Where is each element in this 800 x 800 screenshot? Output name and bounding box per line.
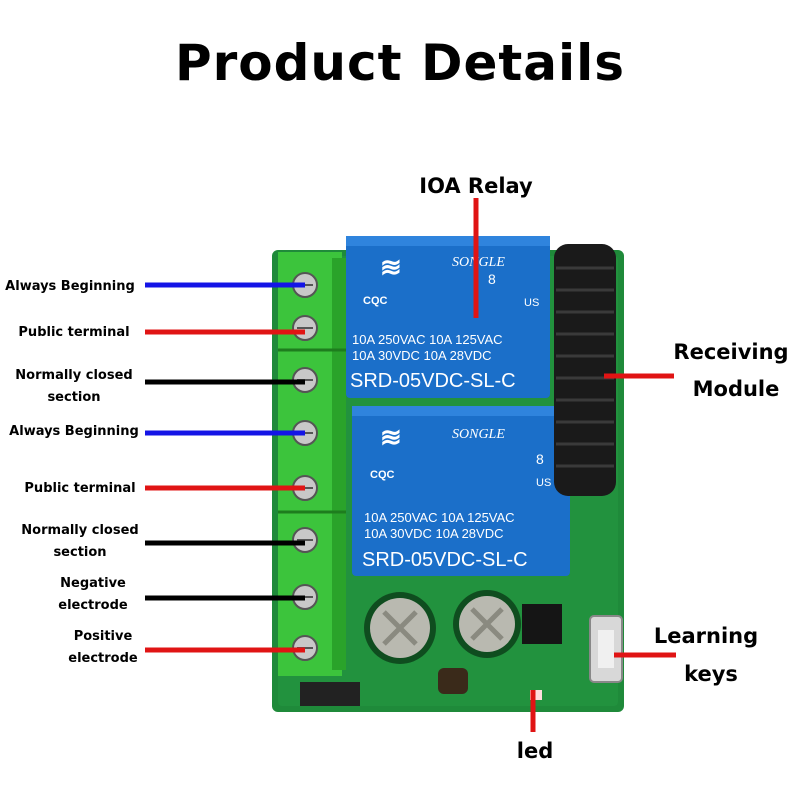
capacitor-1 [364,592,436,664]
svg-text:CQC: CQC [363,295,388,307]
svg-text:CQC: CQC [370,469,395,481]
page-title: Product Details [174,34,626,92]
label-positive-electrode-line1: Positive [73,629,133,644]
label-normally-closed-2-line1: Normally closed [21,523,139,538]
svg-text:≋: ≋ [380,252,402,282]
svg-text:10A 30VDC 10A 28VDC: 10A 30VDC 10A 28VDC [364,526,503,541]
label-normally-closed-1-line2: section [47,390,101,405]
label-always-beginning-1: Always Beginning [5,279,135,294]
screw-terminal-block [278,252,346,676]
connector [300,682,360,706]
svg-text:US: US [524,297,539,309]
inductor [438,668,468,694]
label-receiving-line1: Receiving [673,340,789,364]
label-receiving-line2: Module [692,377,780,401]
svg-text:10A 250VAC 10A 125VAC: 10A 250VAC 10A 125VAC [352,332,503,347]
svg-text:SRD-05VDC-SL-C: SRD-05VDC-SL-C [350,370,516,392]
label-negative-electrode-line1: Negative [60,576,126,591]
label-learning-line2: keys [684,662,738,686]
label-positive-electrode-line2: electrode [68,651,138,666]
label-public-terminal-1: Public terminal [18,325,130,340]
svg-text:≋: ≋ [380,422,402,452]
label-negative-electrode-line2: electrode [58,598,128,613]
relay-2: ≋ SONGLE CQC 8 US 10A 250VAC 10A 125VAC … [352,406,570,576]
svg-text:US: US [536,477,551,489]
label-always-beginning-2: Always Beginning [9,424,139,439]
learning-key-button [589,615,623,683]
svg-text:8: 8 [488,271,496,287]
label-normally-closed-2-line2: section [53,545,107,560]
svg-text:10A 250VAC 10A 125VAC: 10A 250VAC 10A 125VAC [364,510,515,525]
ic-chip [522,604,562,644]
svg-text:10A 30VDC 10A 28VDC: 10A 30VDC 10A 28VDC [352,348,491,363]
label-led: led [516,739,554,763]
svg-text:8: 8 [536,451,544,467]
label-public-terminal-2: Public terminal [24,481,136,496]
relay-1-brand: SONGLE [452,255,505,270]
label-normally-closed-1-line1: Normally closed [15,368,133,383]
receiving-module-antenna [554,244,616,496]
svg-text:SRD-05VDC-SL-C: SRD-05VDC-SL-C [362,549,528,571]
relay-2-brand: SONGLE [452,427,505,442]
label-relay: IOA Relay [419,174,533,198]
capacitor-2 [453,590,521,658]
relay-1: ≋ SONGLE CQC 8 US 10A 250VAC 10A 125VAC … [346,236,550,398]
led-component [530,690,542,700]
label-learning-line1: Learning [653,624,759,648]
